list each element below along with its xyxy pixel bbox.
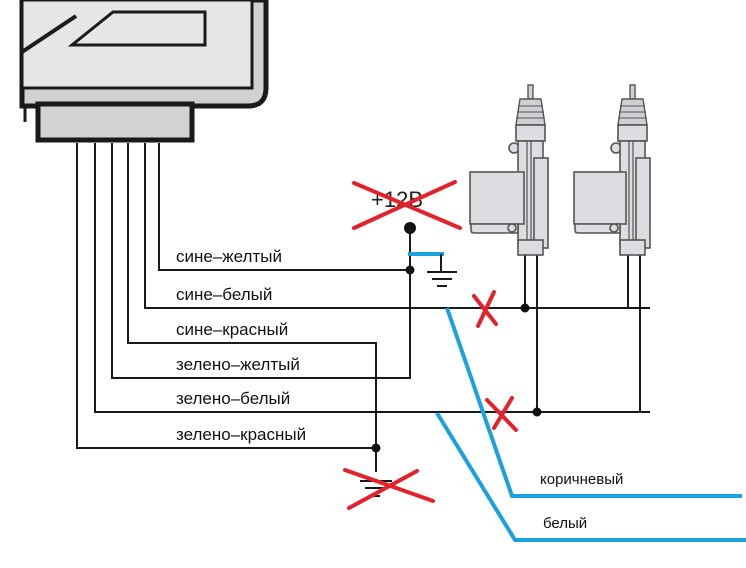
label-blue-yellow: сине–желтый	[176, 247, 282, 266]
added-wire-white	[435, 411, 746, 542]
label-blue-white: сине–белый	[176, 285, 272, 304]
label-green-white: зелено–белый	[176, 389, 290, 408]
ground-icon	[427, 254, 457, 287]
unit-decor-line	[20, 14, 78, 54]
label-green-red: зелено–красный	[176, 425, 306, 444]
control-unit	[19, 0, 269, 143]
power-terminal: +12В	[352, 180, 462, 378]
wire-green-red	[76, 143, 377, 472]
wire-blue-yellow	[158, 143, 410, 271]
added-wire-brown	[445, 307, 742, 498]
wire-green-white	[94, 143, 650, 413]
label-blue-red: сине–красный	[176, 320, 288, 339]
label-white: белый	[543, 515, 587, 532]
ground-icon-bottom	[343, 443, 435, 510]
junction-dot	[520, 303, 530, 313]
left-door-actuator	[469, 84, 549, 256]
label-green-yellow: зелено–желтый	[176, 355, 300, 374]
unit-connector	[35, 101, 195, 143]
right-door-actuator	[573, 84, 651, 256]
junction-dot	[532, 407, 542, 417]
wire-blue-red	[127, 143, 377, 448]
label-brown: коричневый	[540, 471, 623, 488]
unit-decor-shape	[67, 10, 207, 47]
actuator-wires	[520, 255, 641, 417]
wire-labels: сине–желтый сине–белый сине–красный зеле…	[176, 247, 306, 444]
harness-wires	[76, 143, 650, 472]
